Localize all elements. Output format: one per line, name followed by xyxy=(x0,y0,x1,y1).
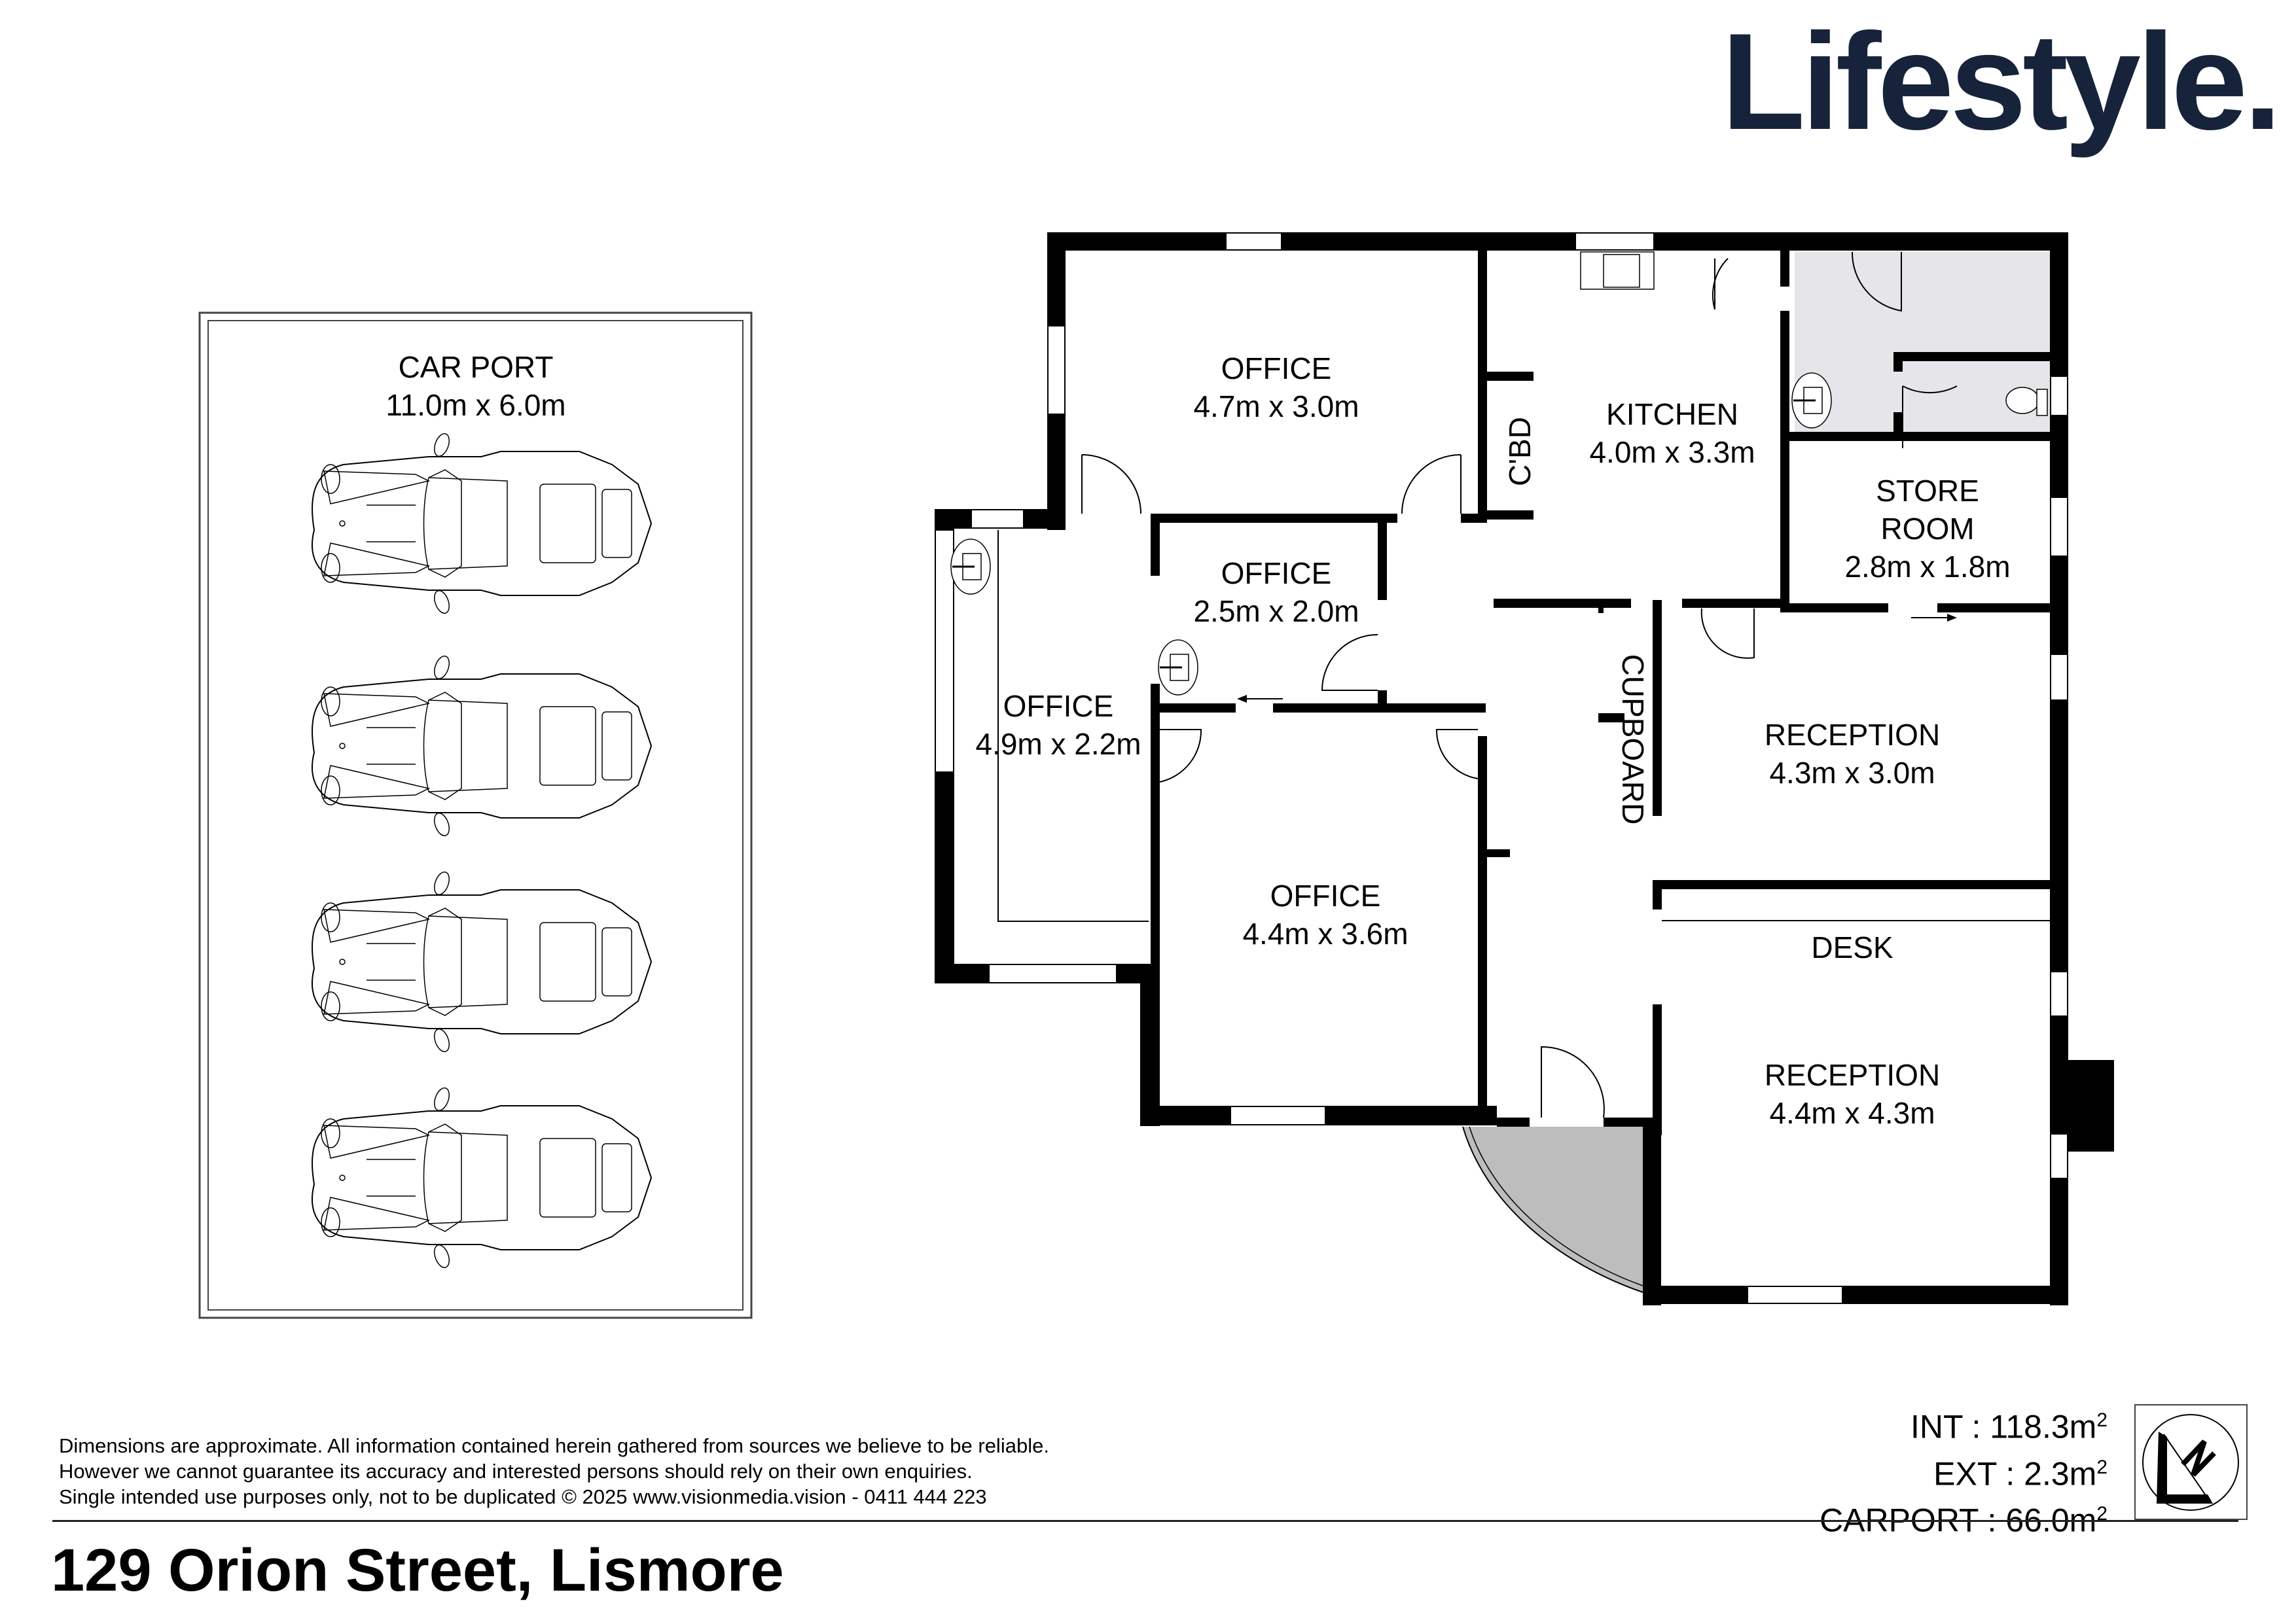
room-dimensions: 4.0m x 3.3m xyxy=(1589,435,1755,469)
room-dimensions: 4.3m x 3.0m xyxy=(1769,756,1935,790)
area-ext: EXT : 2.3m2 xyxy=(1933,1455,2108,1492)
cbd-label: C'BD xyxy=(1503,417,1537,486)
room-name: RECEPTION xyxy=(1764,718,1941,752)
disclaimer-line-1: Dimensions are approximate. All informat… xyxy=(59,1434,1049,1457)
room-office-4: OFFICE 4.4m x 3.6m xyxy=(1242,877,1408,953)
disclaimer: Dimensions are approximate. All informat… xyxy=(59,1433,1049,1509)
room-office-1: OFFICE 4.7m x 3.0m xyxy=(1193,349,1359,425)
area-carport: CARPORT : 66.0m2 xyxy=(1820,1502,2108,1539)
carport-label: CAR PORT 11.0m x 6.0m xyxy=(386,348,565,424)
room-office-2: OFFICE 2.5m x 2.0m xyxy=(1193,554,1359,630)
room-reception-2: RECEPTION 4.4m x 4.3m xyxy=(1765,1056,1940,1132)
north-arrow-icon xyxy=(2142,1414,2239,1511)
disclaimer-line-2: However we cannot guarantee its accuracy… xyxy=(59,1460,973,1483)
carport-name: CAR PORT xyxy=(398,350,554,384)
room-name: OFFICE xyxy=(1003,689,1114,723)
room-name: OFFICE xyxy=(1221,556,1332,590)
brand-logo: Lifestyle. xyxy=(1721,5,2282,158)
property-address: 129 Orion Street, Lismore xyxy=(51,1537,784,1604)
room-dimensions: 4.4m x 4.3m xyxy=(1769,1096,1935,1130)
room-dimensions: 4.9m x 2.2m xyxy=(975,727,1141,761)
room-name: KITCHEN xyxy=(1606,397,1738,431)
compass-box xyxy=(2134,1404,2248,1520)
room-store-room: STORE ROOM 2.8m x 1.8m xyxy=(1844,472,2010,586)
room-dimensions: 2.5m x 2.0m xyxy=(1193,594,1359,628)
room-name: RECEPTION xyxy=(1764,1058,1941,1092)
room-name-line1: STORE xyxy=(1876,474,1979,508)
room-dimensions: 4.4m x 3.6m xyxy=(1242,917,1408,951)
room-name: OFFICE xyxy=(1221,351,1332,385)
room-office-3: OFFICE 4.9m x 2.2m xyxy=(975,687,1141,763)
room-kitchen: KITCHEN 4.0m x 3.3m xyxy=(1589,395,1755,471)
desk-label: DESK xyxy=(1811,930,1893,964)
room-name: OFFICE xyxy=(1270,879,1381,913)
carport-dimensions: 11.0m x 6.0m xyxy=(386,388,566,422)
disclaimer-line-3: Single intended use purposes only, not t… xyxy=(59,1485,987,1508)
room-reception-1: RECEPTION 4.3m x 3.0m xyxy=(1765,716,1940,792)
cupboard-label: CUPBOARD xyxy=(1616,654,1650,825)
room-dimensions: 2.8m x 1.8m xyxy=(1844,550,2011,584)
room-name-line2: ROOM xyxy=(1880,512,1975,546)
area-int: INT : 118.3m2 xyxy=(1910,1408,2108,1445)
footer-divider xyxy=(52,1520,2238,1522)
room-dimensions: 4.7m x 3.0m xyxy=(1193,389,1359,423)
